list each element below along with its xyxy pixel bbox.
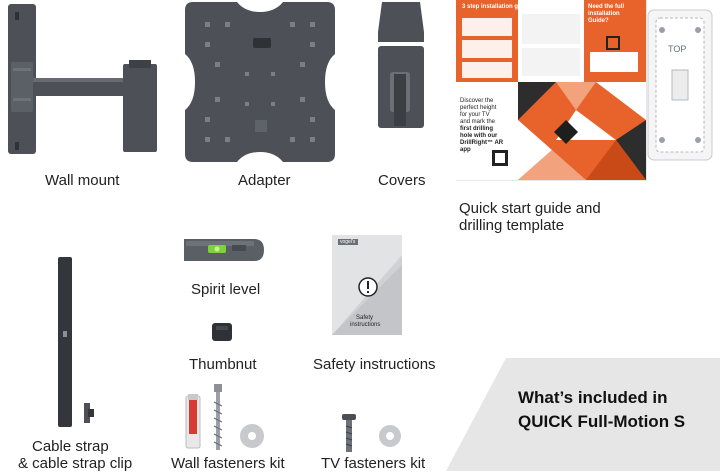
safety-instructions-item: vogel's Safety instructions — [332, 235, 402, 335]
banner-line-2: QUICK Full-Motion S — [518, 412, 686, 431]
banner-heading: What’s included in QUICK Full-Motion S — [518, 386, 718, 434]
guide-label-line1: Quick start guide and — [459, 200, 601, 217]
wall-mount-image — [8, 4, 157, 154]
guide-need-full-3: Guide? — [588, 18, 609, 24]
guide-discover-2: perfect height — [460, 105, 497, 111]
tv-fasteners-image — [342, 414, 401, 452]
wall-fasteners-image — [185, 384, 264, 450]
adapter-image — [185, 2, 335, 162]
thumbnut-label: Thumbnut — [189, 356, 257, 373]
spirit-level-image — [184, 239, 264, 261]
guide-discover-3: for your TV — [460, 112, 490, 118]
cable-strap-image — [58, 257, 94, 427]
wall-mount-label: Wall mount — [45, 172, 120, 189]
guide-label-line2: drilling template — [459, 217, 565, 234]
safety-instructions-label: Safety instructions — [313, 356, 436, 373]
template-top-label: TOP — [668, 44, 687, 54]
guide-image — [456, 0, 713, 181]
covers-item — [376, 2, 426, 132]
whats-included-banner: What’s included in QUICK Full-Motion S — [446, 358, 720, 471]
covers-label: Covers — [378, 172, 426, 189]
guide-discover-1: Discover the — [460, 98, 494, 104]
spirit-level-label: Spirit level — [191, 281, 261, 298]
tv-fasteners-label: TV fasteners kit — [321, 455, 426, 472]
guide-discover-5: first drilling — [460, 126, 493, 132]
tv-fasteners-item — [336, 412, 406, 454]
cable-strap-label-1: Cable strap — [32, 438, 109, 455]
cable-strap-item — [54, 255, 104, 431]
quick-start-guide-item: 3 step installation guide! Need the full… — [456, 0, 720, 185]
guide-need-full-2: installation — [588, 11, 620, 17]
thumbnut-image — [212, 323, 232, 341]
banner-background — [446, 358, 720, 471]
guide-discover-4: and mark the — [460, 119, 496, 125]
adapter-item — [185, 2, 335, 162]
guide-need-full-1: Need the full — [588, 4, 625, 10]
wall-fasteners-item — [180, 380, 272, 452]
covers-image — [378, 2, 424, 128]
safety-card-brand: vogel's — [340, 239, 356, 245]
guide-discover-8: app — [460, 147, 471, 153]
safety-card-image — [332, 235, 402, 335]
banner-line-1: What’s included in — [518, 388, 668, 407]
adapter-label: Adapter — [238, 172, 291, 189]
guide-discover-6: hole with our — [460, 133, 498, 139]
guide-discover-7: DrillRight™ AR — [460, 140, 504, 146]
wall-fasteners-label: Wall fasteners kit — [171, 455, 285, 472]
guide-title: 3 step installation guide! — [462, 4, 533, 10]
cable-strap-label-2: & cable strap clip — [18, 455, 133, 472]
safety-card-text-2: instructions — [350, 322, 381, 328]
safety-card-text-1: Safety — [356, 315, 374, 321]
wall-mount-item — [5, 2, 165, 160]
thumbnut-item — [209, 320, 235, 344]
spirit-level-item — [180, 235, 268, 265]
